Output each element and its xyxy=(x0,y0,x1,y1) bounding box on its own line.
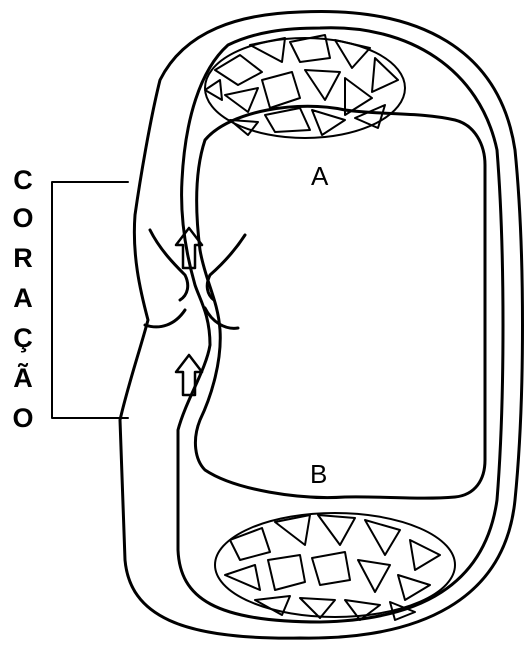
heart-label-letter: C xyxy=(8,165,38,195)
inner-box xyxy=(195,106,485,498)
capillary-label-a: A xyxy=(311,162,328,190)
heart-label-letter: A xyxy=(8,283,38,313)
capillary-label-b: B xyxy=(310,460,327,488)
heart-label-letter: Ã xyxy=(8,363,38,393)
heart-label-letter: Ç xyxy=(8,323,38,353)
heart-bracket xyxy=(52,182,128,418)
inner-vessel xyxy=(178,28,503,622)
heart-label-letter: R xyxy=(8,243,38,273)
heart-lower-valve xyxy=(145,308,238,328)
heart-label-letter: O xyxy=(8,203,38,233)
heart-label-letter: O xyxy=(8,403,38,433)
up-arrow-icon xyxy=(176,355,202,395)
capillary-bed-top xyxy=(205,35,405,138)
